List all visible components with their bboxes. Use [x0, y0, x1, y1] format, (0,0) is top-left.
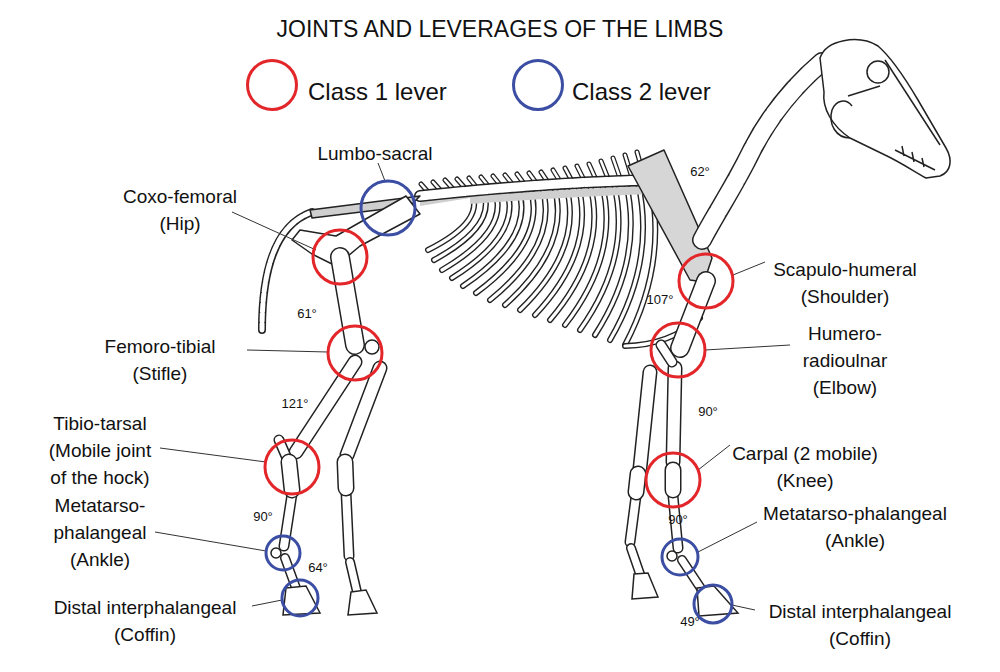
leader-line [733, 262, 765, 275]
neck-fill [702, 62, 822, 240]
sesamoid-bone [271, 548, 281, 558]
upper-bone-outline [340, 257, 706, 348]
joint-label: Femoro-tibial (Stifle) [95, 333, 225, 387]
teeth-lines [895, 146, 935, 170]
nasal-line [885, 60, 940, 145]
hoof-bone [632, 573, 658, 599]
angle-label: 121° [273, 396, 317, 412]
legend-label: Class 2 lever [572, 78, 711, 106]
upper-bone-fill [340, 257, 706, 348]
ribs-outline [428, 182, 655, 345]
angle-label: 49° [668, 614, 712, 630]
joint-label: Carpal (2 mobile) (Knee) [723, 440, 888, 494]
legend-label: Class 1 lever [308, 78, 447, 106]
joint-label: Metatarso-phalangeal (Ankle) [755, 500, 955, 554]
diagram-title: JOINTS AND LEVERAGES OF THE LIMBS [0, 16, 1000, 43]
eye-orbit [867, 61, 889, 83]
lever-ring [282, 580, 318, 616]
long-bone-outline [296, 362, 675, 468]
lever-ring [646, 453, 700, 507]
leader-line [698, 522, 757, 552]
joint-label: Lumbo-sacral [295, 140, 455, 167]
sesamoid-bone [667, 551, 677, 561]
leader-line [705, 345, 790, 350]
leader-line [732, 605, 755, 610]
cannon-outline [284, 492, 678, 556]
leader-line [155, 532, 266, 551]
joint-label: Metatarso-phalangeal (Ankle) [48, 492, 153, 573]
joint-label: Distal interphalangeal (Coffin) [755, 598, 965, 652]
joint-block-fill [289, 462, 673, 492]
small-bones [271, 340, 738, 616]
spine-outline [420, 180, 655, 196]
joint-label: Tibio-tarsal (Mobile joint of the hock) [43, 410, 157, 491]
process-outline [279, 345, 672, 463]
limb-bones [279, 257, 706, 592]
angle-label: 64° [296, 560, 340, 576]
long-bone-fill [296, 362, 675, 468]
neck [702, 62, 822, 240]
leader-line [247, 350, 328, 352]
lever-ring [651, 323, 705, 377]
joint-block-outline [289, 462, 673, 492]
joint-label: Coxo-femoral (Hip) [115, 183, 245, 237]
neck-outline [702, 62, 822, 240]
lever-ring [313, 230, 367, 284]
angle-label: 107° [638, 292, 682, 308]
lever-ring [662, 539, 698, 575]
angle-label: 62° [678, 164, 722, 180]
legend-swatch [512, 59, 564, 111]
leader-lines [155, 163, 790, 610]
skull [820, 40, 950, 178]
joint-label: Scapulo-humeral (Shoulder) [765, 256, 925, 310]
angle-label: 90° [241, 509, 285, 525]
joint-label: Humero-radioulnar (Elbow) [795, 320, 895, 401]
angle-label: 90° [656, 512, 700, 528]
leader-line [698, 445, 730, 470]
hoof-bone [348, 590, 377, 615]
cannon-fill [284, 492, 678, 556]
process-fill [279, 345, 672, 463]
leader-line [232, 212, 316, 250]
mandible-line [831, 101, 852, 138]
joint-label: Distal interphalangeal (Coffin) [40, 594, 250, 648]
legend-swatch [246, 59, 298, 111]
leader-line [252, 600, 282, 606]
angle-label: 90° [686, 404, 730, 420]
vertebral-column [262, 152, 655, 330]
class-2-rings [266, 181, 732, 623]
leader-line [378, 163, 385, 181]
spine-fill [420, 180, 655, 196]
leader-line [160, 448, 266, 462]
class-1-rings [265, 230, 733, 507]
lever-ring [266, 536, 300, 570]
angle-label: 61° [285, 306, 329, 322]
lever-ring [679, 254, 733, 308]
skull-bone [820, 40, 950, 178]
lever-ring [265, 440, 319, 494]
lever-ring [361, 181, 415, 235]
ribs-fill [428, 182, 655, 345]
patella-bone [365, 340, 379, 354]
zygomatic-line [848, 86, 880, 96]
lever-ring [328, 326, 382, 380]
